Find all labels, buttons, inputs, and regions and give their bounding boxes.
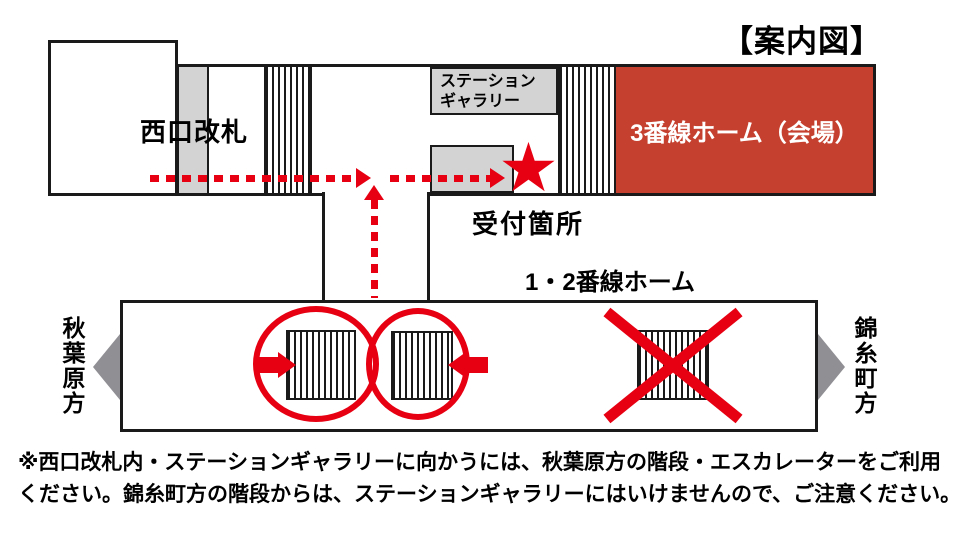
kinshicho-direction-label: 錦糸町方 [851, 316, 877, 416]
platform3-venue-box: 3番線ホーム（会場） [616, 67, 873, 193]
west-gate-outer-area [48, 40, 178, 196]
route-dotted-line-up [371, 200, 378, 298]
route-dotted-line-west [150, 175, 356, 182]
note-line1: ※西口改札内・ステーションギャラリーに向かうには、秋葉原方の階段・エスカレーター… [18, 451, 941, 474]
entry-arrow-left-head-icon [448, 352, 466, 378]
station-gallery-label-line2: ギャラリー [440, 93, 521, 110]
platform3-venue-label: 3番線ホーム（会場） [630, 119, 859, 147]
route-arrowhead-up-icon [364, 185, 384, 200]
route-arrowhead-right-2-icon [490, 168, 505, 188]
station-gallery-label-line1: ステーション [440, 73, 536, 90]
reception-label: 受付箇所 [472, 209, 585, 239]
page-title: 【案内図】 [722, 24, 882, 59]
stairs-hatch-west-icon [264, 67, 312, 193]
entry-arrow-right-head-icon [278, 352, 296, 378]
direction-arrow-right-icon [818, 334, 845, 400]
stairs-hatch-east-icon [558, 67, 616, 193]
entry-arrow-right-icon [256, 357, 278, 373]
platform12-label: 1・2番線ホーム [525, 269, 695, 296]
west-gate-band [179, 67, 209, 193]
entry-arrow-left-icon [466, 357, 488, 373]
station-gallery-box: ステーション ギャラリー [430, 67, 558, 115]
note-line2: ください。錦糸町方の階段からは、ステーションギャラリーにはいけませんので、ご注意… [18, 483, 962, 506]
west-gate-label: 西口改札 [140, 117, 249, 147]
direction-arrow-left-icon [93, 334, 120, 400]
route-arrowhead-right-1-icon [356, 168, 371, 188]
akihabara-direction-label: 秋葉原方 [59, 316, 85, 416]
route-dotted-line-east [390, 175, 490, 182]
reception-star-icon: ★ [498, 130, 559, 206]
